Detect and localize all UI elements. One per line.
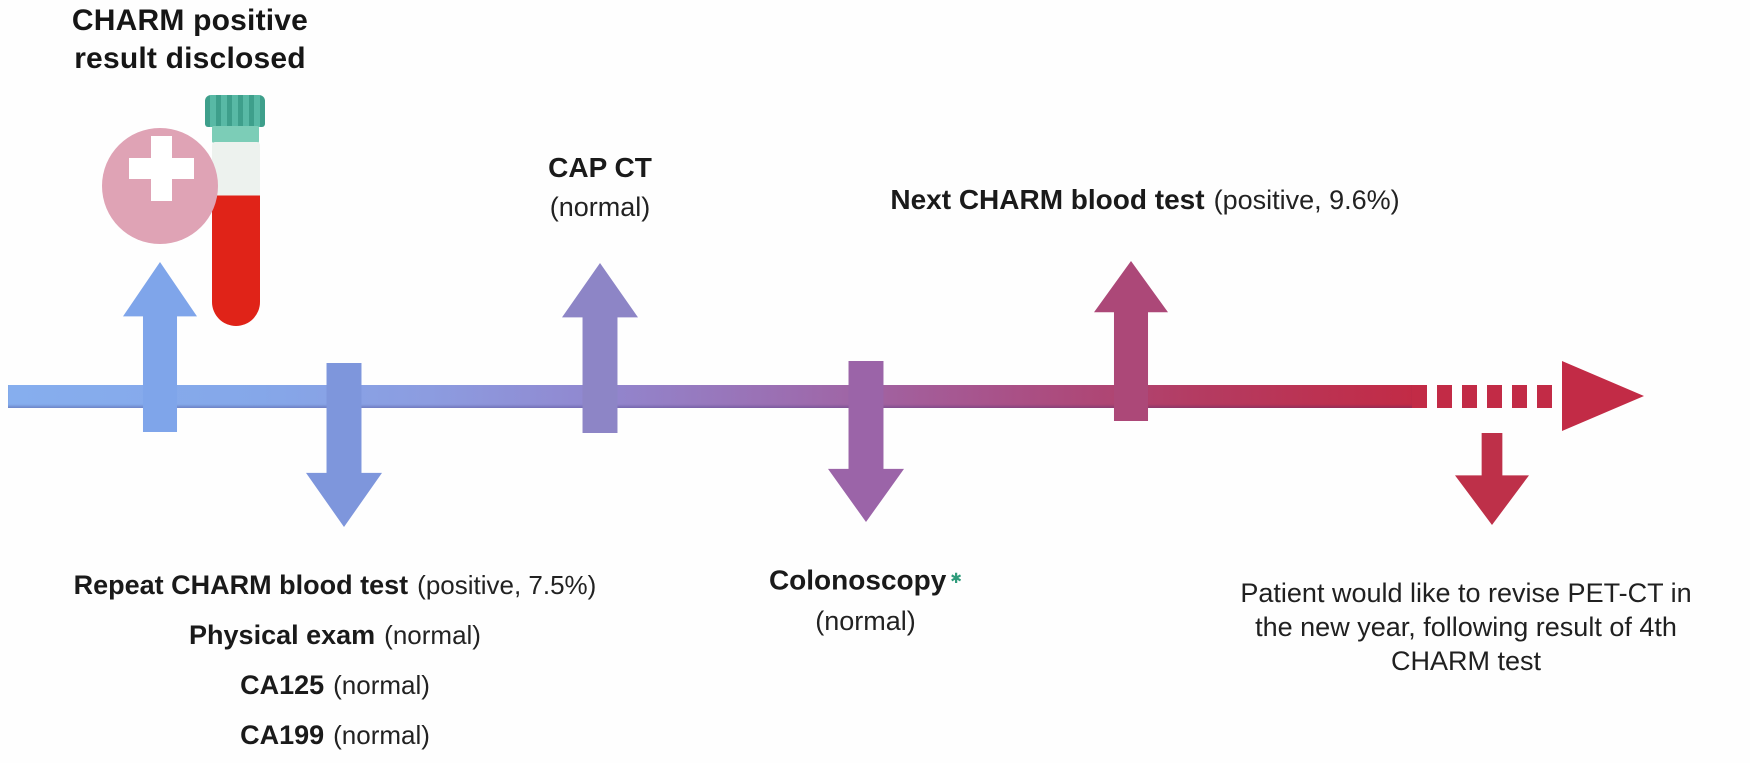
test-result: (normal) xyxy=(333,720,430,750)
event-label-colonoscopy: Colonoscopy✱ (normal) xyxy=(738,560,993,644)
list-item: CA199 (normal) xyxy=(22,710,648,760)
test-name: Repeat CHARM blood test xyxy=(73,570,409,600)
event-name-cap-ct: CAP CT xyxy=(548,152,652,183)
blood-tube-collar-icon xyxy=(212,126,259,143)
event-result-colonoscopy: (normal) xyxy=(815,606,916,637)
event-result-next-charm: (positive, 9.6%) xyxy=(1213,185,1400,215)
diagram-title-line1: CHARM positive xyxy=(71,4,309,37)
list-item: Physical exam (normal) xyxy=(22,610,648,660)
arrow-right-icon xyxy=(1562,361,1644,431)
event-label-cap-ct: CAP CT (normal) xyxy=(490,150,710,229)
arrow-down-petct-icon xyxy=(1455,433,1529,525)
plus-circle-icon xyxy=(102,128,218,244)
asterisk-icon: ✱ xyxy=(950,570,963,586)
event-label-petct-note: Patient would like to revise PET-CT in t… xyxy=(1188,576,1744,678)
blood-tube-icon xyxy=(212,142,260,326)
event-result-cap-ct: (normal) xyxy=(549,192,651,222)
test-result: (normal) xyxy=(384,620,481,650)
test-result: (normal) xyxy=(333,670,430,700)
petct-note-line2: the new year, following result of 4th xyxy=(1255,612,1677,642)
test-name: Physical exam xyxy=(189,620,376,650)
event-name-colonoscopy: Colonoscopy xyxy=(768,564,947,596)
petct-note-line3: CHARM test xyxy=(1390,646,1542,676)
event-label-repeat-tests: Repeat CHARM blood test(positive, 7.5%) … xyxy=(22,560,648,760)
petct-note-line1: Patient would like to revise PET-CT in xyxy=(1240,578,1692,608)
timeline-bar xyxy=(8,385,1412,408)
event-label-next-charm: Next CHARM blood test (positive, 9.6%) xyxy=(850,184,1440,221)
blood-tube-cap-icon xyxy=(205,95,265,127)
test-result: (positive, 7.5%) xyxy=(417,570,597,600)
plus-icon xyxy=(151,136,172,201)
test-name: CA125 xyxy=(240,670,325,700)
event-name-next-charm: Next CHARM blood test xyxy=(890,184,1205,215)
timeline-dashed-segment xyxy=(1412,385,1564,408)
list-item: CA125 (normal) xyxy=(22,660,648,710)
list-item: Repeat CHARM blood test (positive, 7.5%) xyxy=(22,560,648,610)
diagram-title: CHARM positive result disclosed xyxy=(20,2,360,78)
test-name: CA199 xyxy=(240,720,325,750)
diagram-title-line2: result disclosed xyxy=(74,42,306,75)
